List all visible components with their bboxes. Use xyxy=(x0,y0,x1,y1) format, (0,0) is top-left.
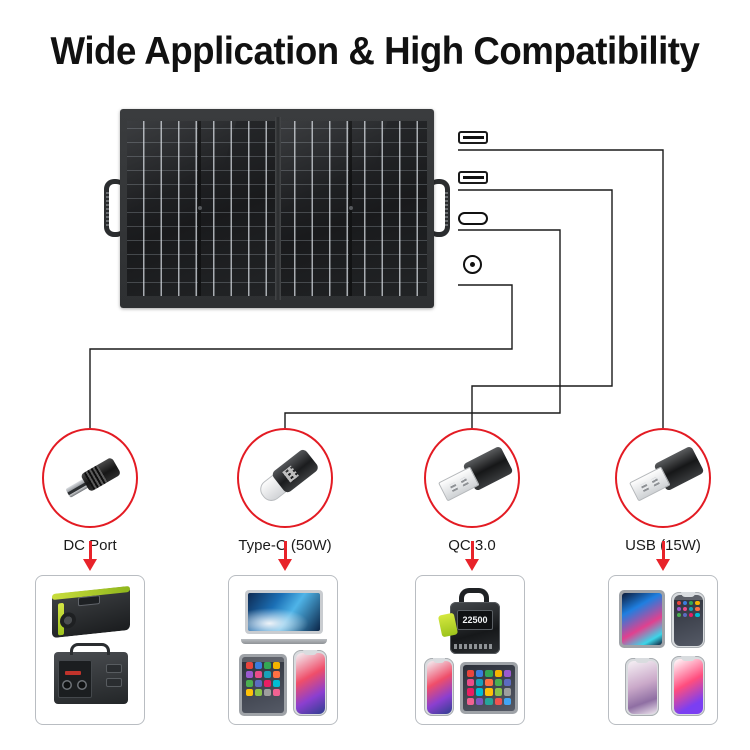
panel-center-hinge xyxy=(275,117,281,300)
connector-usb[interactable]: USB (15W) xyxy=(593,428,733,554)
usb-c-port-icon xyxy=(458,212,488,225)
device-box-power-stations xyxy=(35,575,145,725)
connector-circle-qc3 xyxy=(424,428,520,528)
smartphone-device xyxy=(625,658,659,716)
laptop-device xyxy=(241,590,327,644)
tablet-device xyxy=(460,662,518,714)
wire-qc3 xyxy=(458,189,613,428)
portable-power-station-grey xyxy=(54,643,128,704)
smartphone-device xyxy=(671,656,705,716)
panel-node-dot xyxy=(198,206,202,210)
panel-body xyxy=(120,109,434,308)
solar-panel-product-image xyxy=(104,109,450,308)
tablet-device xyxy=(239,654,287,716)
jump-starter-device: 22500 xyxy=(437,588,506,654)
connector-qc3[interactable]: QC 3.0 xyxy=(402,428,542,554)
usb-a-port-icon xyxy=(458,131,488,144)
wire-typec xyxy=(284,229,561,428)
device-box-jump-starter: 22500 xyxy=(415,575,525,725)
panel-node-dot xyxy=(349,206,353,210)
page-title: Wide Application & High Compatibility xyxy=(50,30,700,73)
device-box-mobile xyxy=(608,575,718,725)
dc-barrel-port-icon xyxy=(463,255,482,274)
connector-circle-dc xyxy=(42,428,138,528)
connector-dc-port[interactable]: DC Port xyxy=(20,428,160,554)
wire-dc xyxy=(89,284,513,428)
smartphone-device xyxy=(293,650,327,716)
portable-power-station-green xyxy=(52,585,130,639)
tablet-device xyxy=(619,590,665,648)
usb-a-port-icon xyxy=(458,171,488,184)
usb-a-plug-icon xyxy=(624,440,710,515)
connector-circle-usb xyxy=(615,428,711,528)
down-arrow-icon xyxy=(278,541,292,571)
down-arrow-icon xyxy=(83,541,97,571)
connector-type-c[interactable]: Type-C (50W) xyxy=(215,428,355,554)
usb-c-plug-icon xyxy=(249,440,327,516)
dc-barrel-plug-icon xyxy=(56,445,129,514)
down-arrow-icon xyxy=(656,541,670,571)
jump-starter-capacity: 22500 xyxy=(462,615,488,625)
down-arrow-icon xyxy=(465,541,479,571)
smartphone-device xyxy=(671,592,705,648)
connector-circle-type-c xyxy=(237,428,333,528)
device-box-computing xyxy=(228,575,338,725)
wire-usb xyxy=(458,149,664,428)
usb-a-plug-icon xyxy=(433,440,519,515)
smartphone-device xyxy=(424,658,454,716)
